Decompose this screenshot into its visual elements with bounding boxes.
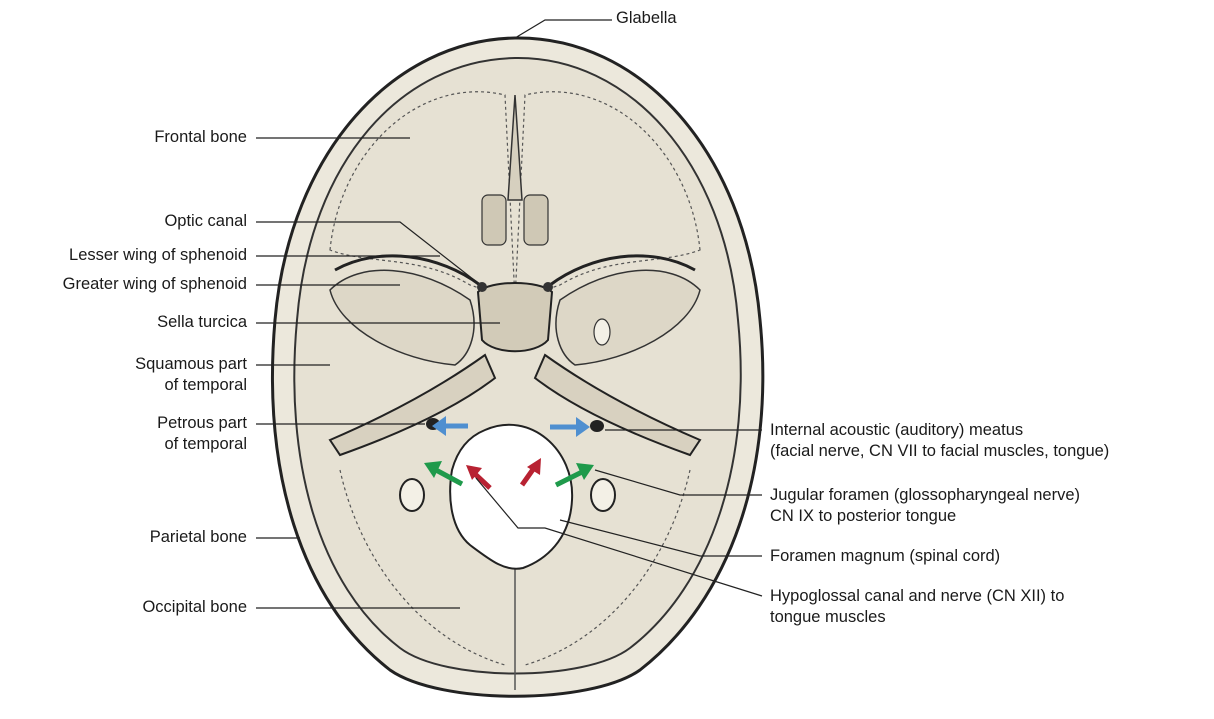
label-squamous-part: Squamous part of temporal bbox=[135, 354, 247, 396]
label-internal-acoustic-meatus: Internal acoustic (auditory) meatus (fac… bbox=[770, 420, 1109, 462]
label-hypoglossal-canal: Hypoglossal canal and nerve (CN XII) to … bbox=[770, 586, 1064, 628]
label-petrous-part: Petrous part of temporal bbox=[157, 413, 247, 455]
jugular-foramen-right bbox=[591, 479, 615, 511]
label-parietal-bone: Parietal bone bbox=[150, 527, 247, 548]
label-foramen-magnum: Foramen magnum (spinal cord) bbox=[770, 546, 1000, 567]
cribriform-left bbox=[482, 195, 506, 245]
acoustic-meatus-right bbox=[590, 420, 604, 432]
label-glabella: Glabella bbox=[616, 8, 677, 29]
cribriform-right bbox=[524, 195, 548, 245]
sella-turcica bbox=[478, 283, 552, 351]
label-occipital-bone: Occipital bone bbox=[142, 597, 247, 618]
label-greater-wing: Greater wing of sphenoid bbox=[63, 274, 247, 295]
label-lesser-wing: Lesser wing of sphenoid bbox=[69, 245, 247, 266]
label-jugular-foramen: Jugular foramen (glossopharyngeal nerve)… bbox=[770, 485, 1080, 527]
foramen-ovale-right bbox=[594, 319, 610, 345]
leader-glabella bbox=[515, 20, 612, 38]
label-optic-canal: Optic canal bbox=[164, 211, 247, 232]
optic-canal-right bbox=[543, 282, 553, 292]
jugular-foramen-left bbox=[400, 479, 424, 511]
label-frontal-bone: Frontal bone bbox=[154, 127, 247, 148]
optic-canal-left bbox=[477, 282, 487, 292]
label-sella-turcica: Sella turcica bbox=[157, 312, 247, 333]
